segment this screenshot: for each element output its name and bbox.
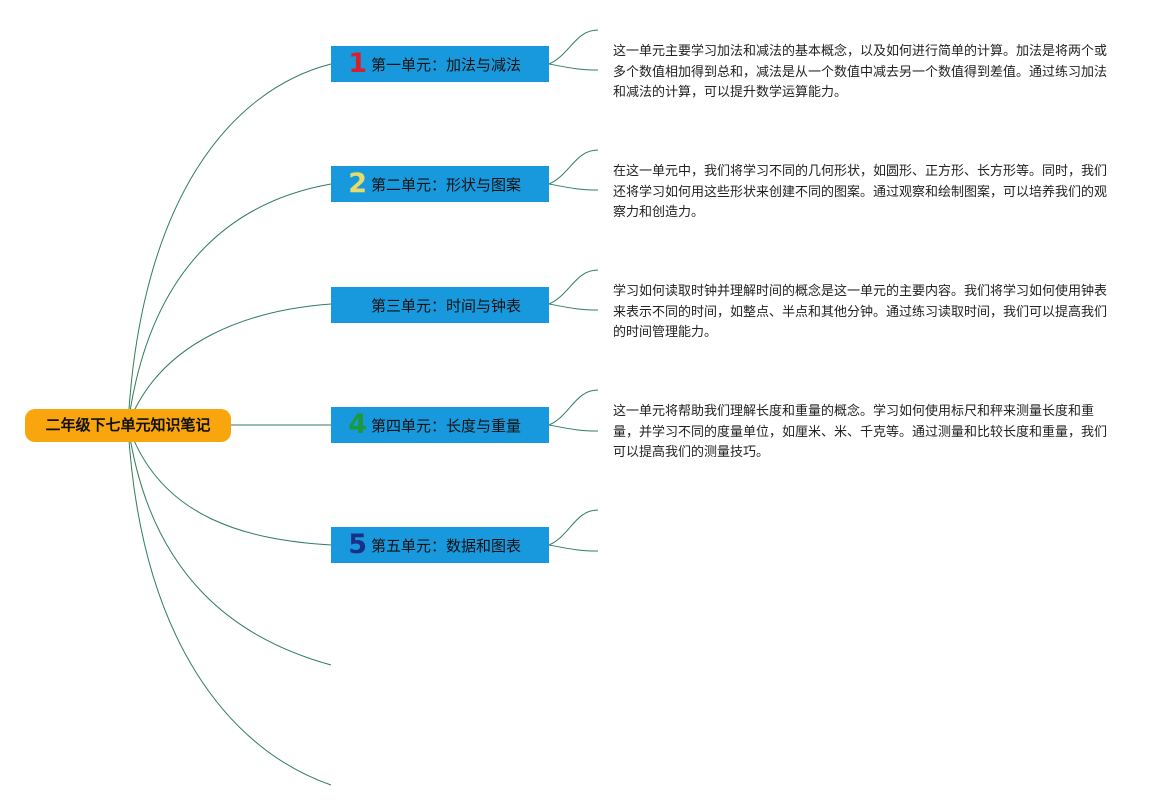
- unit-4-number: 4: [348, 409, 367, 440]
- connector-root-unit-5: [127, 424, 332, 546]
- connector-root-branch-7: [127, 424, 332, 786]
- unit-2-label: 第二单元：形状与图案: [371, 175, 522, 194]
- connector-root-branch-6: [127, 424, 332, 666]
- connector-unit-4-detail: [548, 389, 599, 432]
- unit-1-label: 第一单元：加法与减法: [371, 55, 522, 74]
- connector-root-unit-1: [127, 63, 332, 426]
- unit-2-description[interactable]: 在这一单元中，我们将学习不同的几何形状，如圆形、正方形、长方形等。同时，我们还将…: [613, 164, 1108, 220]
- unit-2-number: 2: [348, 168, 367, 199]
- unit-5-label: 第五单元：数据和图表: [371, 536, 522, 555]
- connector-root-unit-3: [127, 303, 332, 426]
- unit-5-number: 5: [348, 529, 367, 560]
- unit-1-topic[interactable]: 1 第一单元：加法与减法: [331, 46, 549, 82]
- unit-4-description[interactable]: 这一单元将帮助我们理解长度和重量的概念。学习如何使用标尺和秤来测量长度和重量，并…: [613, 404, 1108, 460]
- unit-2-topic[interactable]: 2 第二单元：形状与图案: [331, 166, 549, 202]
- unit-3-label: 第三单元：时间与钟表: [371, 296, 522, 315]
- connector-unit-2-detail: [548, 149, 599, 191]
- connector-unit-1-detail: [548, 29, 599, 71]
- connector-unit-5-detail: [548, 509, 599, 552]
- unit-3-description[interactable]: 学习如何读取时钟并理解时间的概念是这一单元的主要内容。我们将学习如何使用钟表来表…: [613, 284, 1108, 340]
- connector-unit-3-detail: [548, 269, 599, 311]
- unit-1-description[interactable]: 这一单元主要学习加法和减法的基本概念，以及如何进行简单的计算。加法是将两个或多个…: [613, 44, 1108, 100]
- unit-4-topic[interactable]: 4 第四单元：长度与重量: [331, 407, 549, 443]
- unit-1-number: 1: [348, 48, 367, 79]
- connector-root-unit-2: [127, 183, 332, 426]
- root-topic[interactable]: 二年级下七单元知识笔记: [25, 409, 231, 442]
- unit-5-topic[interactable]: 5 第五单元：数据和图表: [331, 527, 549, 563]
- unit-3-topic[interactable]: 第三单元：时间与钟表: [331, 287, 549, 323]
- unit-4-label: 第四单元：长度与重量: [371, 416, 522, 435]
